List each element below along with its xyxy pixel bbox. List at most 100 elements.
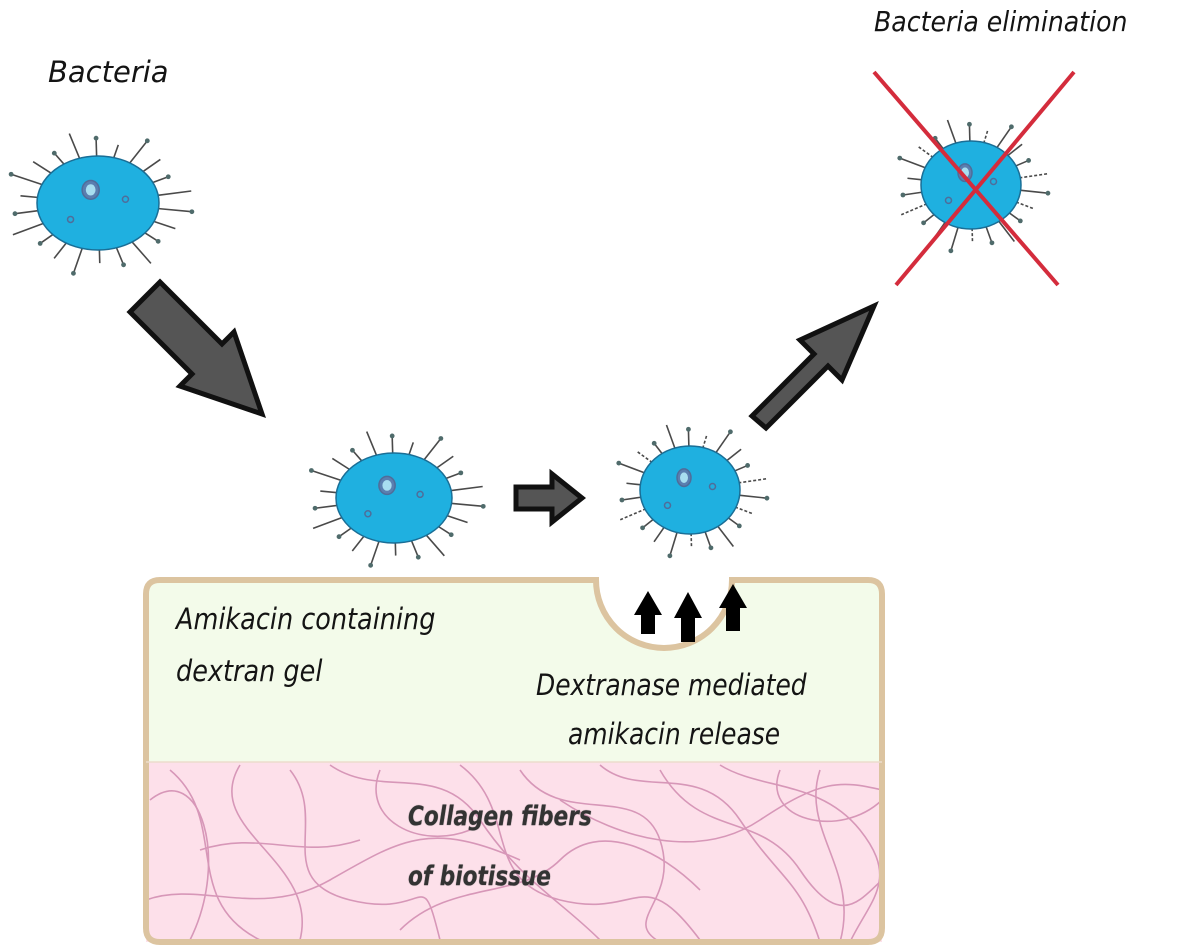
pilus bbox=[143, 231, 159, 243]
pilus bbox=[331, 457, 351, 471]
pilus-tip bbox=[480, 503, 486, 509]
pilus bbox=[53, 241, 68, 259]
pilus bbox=[32, 160, 53, 175]
pilus-tip bbox=[368, 562, 374, 568]
pilus bbox=[665, 424, 676, 450]
pilus bbox=[156, 190, 192, 197]
pilus bbox=[450, 502, 484, 508]
pilus bbox=[704, 530, 712, 549]
pilus bbox=[1019, 172, 1048, 179]
collagen-fiber bbox=[375, 769, 471, 838]
arrow-right-icon bbox=[513, 468, 587, 528]
pilus-tip bbox=[989, 240, 995, 246]
cell-body bbox=[335, 452, 453, 544]
arrow-down-right-icon bbox=[126, 278, 267, 419]
collagen-fiber bbox=[399, 840, 701, 931]
pilus bbox=[1019, 189, 1049, 194]
pilus bbox=[997, 220, 1016, 243]
pilus bbox=[714, 431, 732, 454]
pilus bbox=[982, 130, 989, 144]
release-arrow-icon bbox=[634, 591, 662, 634]
pilus-tip bbox=[708, 545, 714, 551]
pilus-tip bbox=[736, 523, 742, 529]
pilus bbox=[907, 177, 923, 181]
pilus bbox=[902, 191, 923, 196]
pilus-tip bbox=[1017, 218, 1023, 224]
pilus bbox=[53, 152, 66, 166]
pilus-tip bbox=[1009, 124, 1014, 130]
release-label-line2: amikacin release bbox=[568, 717, 781, 751]
pilus-tip bbox=[189, 209, 195, 215]
pilus bbox=[716, 525, 735, 548]
pilus bbox=[619, 508, 647, 521]
pilus bbox=[391, 435, 394, 454]
pilus bbox=[733, 464, 748, 472]
nucleus-core bbox=[382, 480, 392, 491]
pili bbox=[308, 431, 486, 568]
pilus bbox=[1015, 201, 1035, 210]
pilus-tip bbox=[640, 525, 646, 531]
pilus bbox=[669, 531, 679, 557]
pilus-tip bbox=[165, 174, 171, 180]
pilus bbox=[738, 477, 767, 484]
pilus-tip bbox=[71, 270, 76, 276]
pilus-tip bbox=[921, 220, 927, 226]
bacterium-damaged bbox=[616, 424, 770, 559]
pilus bbox=[425, 534, 445, 557]
pilus bbox=[618, 462, 646, 474]
pilus bbox=[314, 504, 339, 510]
release-arrow-icon bbox=[674, 592, 702, 642]
vacuole bbox=[944, 196, 953, 205]
pilus-tip bbox=[308, 468, 314, 473]
pilus-tip bbox=[1045, 190, 1051, 196]
vacuole bbox=[416, 490, 424, 499]
pilus bbox=[151, 176, 169, 184]
pilus-tip bbox=[51, 150, 57, 156]
nucleus-core bbox=[85, 184, 96, 196]
pili bbox=[8, 133, 195, 276]
pilus bbox=[12, 222, 45, 236]
pilus-tip bbox=[745, 463, 750, 468]
bacteria-label: Bacteria bbox=[48, 55, 169, 89]
pilus bbox=[320, 490, 338, 494]
pilus bbox=[20, 195, 39, 199]
pilus-tip bbox=[155, 238, 161, 244]
pilus bbox=[621, 496, 642, 501]
nucleus-core bbox=[680, 472, 688, 483]
pilus bbox=[445, 514, 468, 524]
pilus-tip bbox=[93, 135, 99, 141]
collagen-fiber bbox=[559, 783, 882, 843]
pilus bbox=[950, 226, 960, 252]
pilus bbox=[653, 526, 666, 543]
pilus bbox=[995, 126, 1013, 149]
pilus bbox=[410, 539, 420, 558]
release-label-line1: Dextranase mediated bbox=[536, 668, 807, 702]
collagen-fiber bbox=[719, 764, 881, 942]
pilus-tip bbox=[389, 433, 395, 439]
pilus-tip bbox=[37, 241, 43, 246]
pilus-tip bbox=[458, 470, 464, 476]
cell-body bbox=[639, 445, 741, 535]
pilus bbox=[985, 225, 993, 244]
pilus-tip bbox=[1026, 158, 1031, 163]
pilus bbox=[14, 209, 40, 215]
elimination-cross-icon bbox=[872, 70, 1076, 287]
pilus-tip bbox=[616, 460, 622, 466]
pilus-tip bbox=[336, 534, 342, 540]
pilus bbox=[626, 482, 642, 486]
pilus bbox=[636, 450, 653, 464]
pilus bbox=[351, 449, 363, 462]
pilus bbox=[95, 138, 98, 157]
pilus bbox=[437, 525, 452, 536]
pilus-tip bbox=[764, 495, 770, 501]
pilus-tip bbox=[448, 532, 454, 538]
collagen-fiber bbox=[169, 769, 261, 941]
vacuole bbox=[989, 177, 998, 186]
pilus-tip bbox=[897, 155, 903, 161]
pilus bbox=[141, 158, 161, 173]
collagen-label-line1: Collagen fibers bbox=[408, 801, 592, 832]
collagen-label-line2: of biotissue bbox=[408, 861, 551, 892]
pili bbox=[616, 424, 770, 559]
pilus-tip bbox=[651, 440, 657, 446]
